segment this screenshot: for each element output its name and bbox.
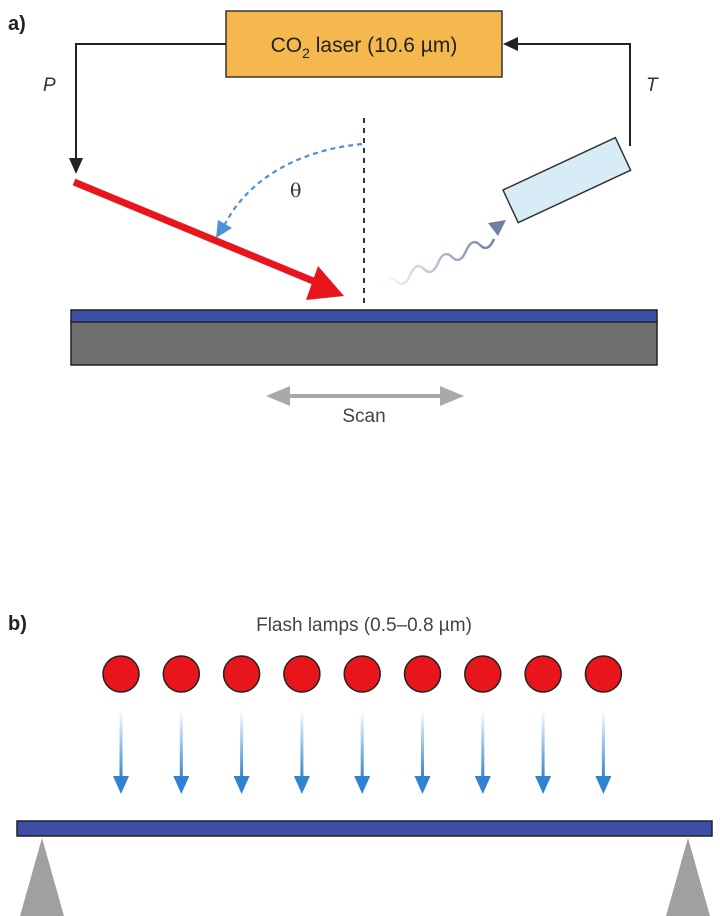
- flash-lamps-label: Flash lamps (0.5–0.8 µm): [256, 615, 472, 636]
- panel-a-label: a): [8, 13, 26, 35]
- right-support-pin: [666, 838, 710, 916]
- lamp-light-arrow: [541, 710, 545, 778]
- lamp-light-arrow: [360, 710, 364, 778]
- scan-arrow-right-head: [440, 386, 464, 406]
- flash-lamp: [524, 655, 562, 693]
- laser-label: CO2 laser (10.6 µm): [271, 34, 458, 61]
- lamp-light-arrow: [421, 710, 424, 778]
- angle-label: θ: [290, 180, 301, 202]
- temperature-label: T: [646, 75, 659, 96]
- angle-arc-arrowhead: [216, 220, 232, 238]
- lamp-light-arrowhead: [474, 776, 491, 794]
- lamp-light-arrowhead: [173, 776, 190, 794]
- film-layer: [70, 309, 658, 323]
- power-feed-line: [75, 43, 226, 160]
- lamp-light-arrowhead: [414, 776, 431, 794]
- lamp-light-arrow: [240, 710, 244, 778]
- scan-label: Scan: [342, 406, 385, 427]
- lamp-light-arrowhead: [535, 776, 552, 794]
- temperature-feedback-arrowhead: [503, 37, 518, 51]
- lamp-light-arrowhead: [293, 776, 310, 794]
- angle-arc: [223, 142, 363, 227]
- substrate: [70, 320, 658, 366]
- lamp-light-arrow: [300, 710, 304, 778]
- lamp-light-arrow: [481, 710, 485, 778]
- flash-lamp: [403, 655, 442, 693]
- temperature-feedback-line: [516, 43, 631, 146]
- lamp-light-arrowhead: [233, 776, 250, 794]
- wafer: [16, 820, 713, 837]
- scan-arrow-left-head: [266, 386, 290, 406]
- lamp-light-arrow: [179, 710, 183, 778]
- thermal-emission-wave: [380, 238, 496, 288]
- lamp-light-arrowhead: [354, 776, 371, 794]
- left-support-pin: [20, 838, 64, 916]
- flash-lamp: [102, 655, 140, 693]
- flash-lamp: [283, 655, 321, 693]
- lamp-light-arrow: [601, 710, 605, 778]
- thermal-emission-arrowhead: [488, 220, 506, 236]
- lamp-light-arrow: [119, 710, 123, 778]
- pyrometer: [502, 136, 632, 224]
- lamp-light-arrowhead: [113, 776, 129, 794]
- flash-lamp: [584, 655, 623, 693]
- power-feed-arrowhead: [69, 158, 83, 174]
- power-label: P: [43, 75, 56, 96]
- flash-lamp: [162, 655, 201, 693]
- lamp-light-arrowhead: [595, 776, 612, 794]
- panel-b-label: b): [8, 613, 27, 635]
- laser-beam-arrowhead: [306, 266, 344, 300]
- laser-beam: [72, 178, 320, 287]
- panel-a: a) CO2 laser (10.6 µm) P T θ S: [8, 10, 659, 427]
- flash-lamp: [222, 655, 261, 693]
- flash-lamp: [343, 655, 381, 693]
- flash-lamp: [464, 655, 502, 693]
- panel-b: b) Flash lamps (0.5–0.8 µm): [8, 613, 713, 916]
- laser-box: [225, 10, 503, 78]
- flash-lamp-row: [102, 655, 623, 794]
